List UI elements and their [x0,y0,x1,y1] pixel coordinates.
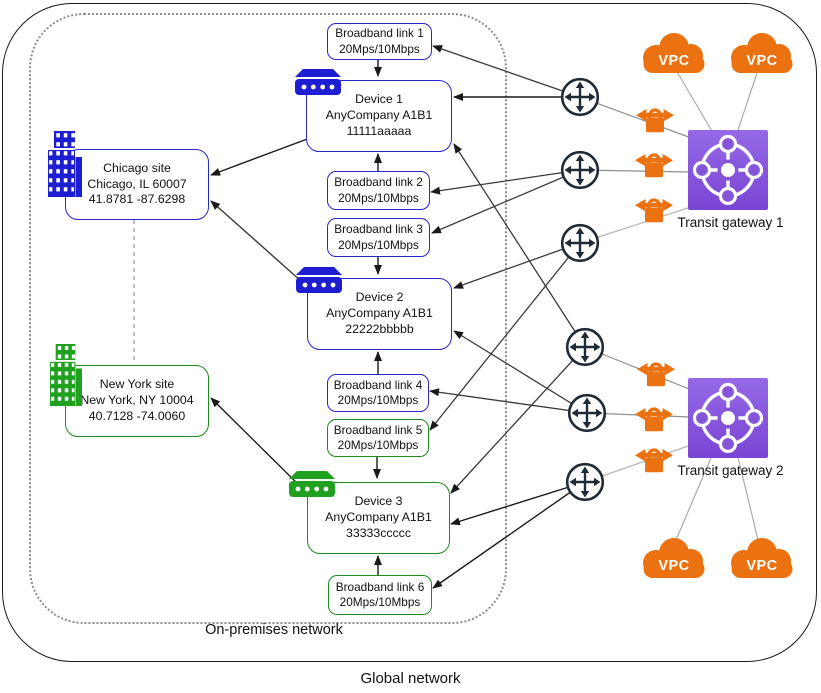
site-to-site-vpn-icon [636,104,674,134]
vpc-label: VPC [658,558,689,574]
broadband-link4-box: Broadband link 4 20Mps/10Mbps [327,374,429,412]
device-name: Device 1 [355,92,403,107]
line-attach5-link4 [429,388,588,414]
vpc-cloud-icon: VPC [729,537,795,579]
vpc-cloud-icon: VPC [641,32,707,74]
four-way-arrows-attachment-icon [567,393,607,433]
line-attach2-link3 [431,169,581,234]
building-icon [48,344,84,406]
line-attach1-link1 [432,45,581,98]
site-name: New York site [99,377,175,392]
link-name: Broadband link 5 [333,422,423,437]
line-attach6-link6 [432,481,586,589]
link-name: Broadband link 6 [335,579,425,594]
broadband-link5-box: Broadband link 5 20Mps/10Mbps [327,419,429,457]
global-network-boundary [2,3,817,662]
device-id: 33333ccccc [346,525,411,540]
link-speed: 20Mps/10Mbps [337,393,419,407]
broadband-link6-box: Broadband link 6 20Mps/10Mbps [328,575,432,615]
router-icon [294,68,342,96]
on-premises-network-label: On-premises network [205,622,343,638]
four-way-arrows-attachment-icon [560,223,600,263]
line-device2-chicago [210,200,311,290]
line-vpc4-tgw2 [736,452,759,541]
line-attach3-device2 [453,242,581,289]
site-coordinates: 41.8781 -87.6298 [88,192,186,207]
line-attach5-device2 [453,330,588,414]
line-vpc2-tgw1 [736,69,759,134]
line-attach1-tgw1 [579,96,695,140]
line-attach4-device1 [453,143,586,348]
link-name: Broadband link 3 [334,222,423,237]
link-name: Broadband link 2 [334,175,423,190]
link-speed: 20Mps/10Mbps [339,595,421,609]
line-device1-chicago [210,137,311,176]
site-address: Chicago, IL 60007 [87,176,187,191]
device-name: Device 2 [355,290,404,305]
line-vpc3-tgw2 [675,452,714,541]
newyork-site-box: New York site New York, NY 10004 40.7128… [65,365,209,437]
line-attach3-link5 [429,242,581,431]
site-coordinates: 40.7128 -74.0060 [88,408,186,423]
link-speed: 20Mps/10Mbps [337,438,419,452]
transit-gateway2-label: Transit gateway 2 [677,463,784,478]
router-icon [295,266,343,294]
site-to-site-vpn-icon [637,358,675,388]
four-way-arrows-attachment-icon [560,77,600,117]
four-way-arrows-attachment-icon [565,327,605,367]
line-attach4-device3 [450,346,586,494]
on-premises-network-boundary [29,13,507,624]
site-to-site-vpn-icon [635,403,673,433]
line-attach3-tgw1 [579,205,695,244]
link-speed: 20Mps/10Mbps [339,41,420,56]
broadband-link1-box: Broadband link 1 20Mps/10Mbps [327,23,432,60]
line-attach2-link2 [430,169,581,195]
site-address: New York, NY 10004 [80,393,194,408]
transit-gateway1-label: Transit gateway 1 [677,215,784,230]
site-name: Chicago site [103,160,171,175]
vpc-cloud-icon: VPC [641,537,707,579]
transit-gateway-icon [688,378,768,458]
link-name: Broadband link 1 [335,26,424,41]
vpc-label: VPC [746,558,777,574]
device-id: 11111aaaaa [346,123,412,138]
line-attach6-device3 [450,481,586,526]
site-to-site-vpn-icon [635,149,673,179]
link-name: Broadband link 4 [333,377,423,392]
device-id: 22222bbbbb [345,321,414,336]
four-way-arrows-attachment-icon [565,462,605,502]
chicago-site-box: Chicago site Chicago, IL 60007 41.8781 -… [65,149,209,220]
vpc-label: VPC [746,53,777,69]
router-icon [288,470,336,498]
link-speed: 20Mps/10Mbps [338,190,419,205]
device3-box: Device 3 AnyCompany A1B1 33333ccccc [307,482,450,554]
vpc-label: VPC [658,53,689,69]
transit-gateway-icon [688,130,768,210]
line-device3-newyork [210,397,311,497]
link-speed: 20Mps/10Mbps [338,237,419,252]
device-company: AnyCompany A1B1 [325,510,432,525]
line-attach6-tgw2 [584,443,695,483]
broadband-link3-box: Broadband link 3 20Mps/10Mbps [327,218,430,257]
building-icon [47,131,83,197]
global-network-label: Global network [360,670,461,687]
device-company: AnyCompany A1B1 [325,108,433,123]
device-company: AnyCompany A1B1 [326,306,433,321]
broadband-link2-box: Broadband link 2 20Mps/10Mbps [327,171,430,210]
four-way-arrows-attachment-icon [560,150,600,190]
line-vpc1-tgw1 [675,69,714,134]
vpc-cloud-icon: VPC [729,32,795,74]
device-name: Device 3 [354,494,403,509]
